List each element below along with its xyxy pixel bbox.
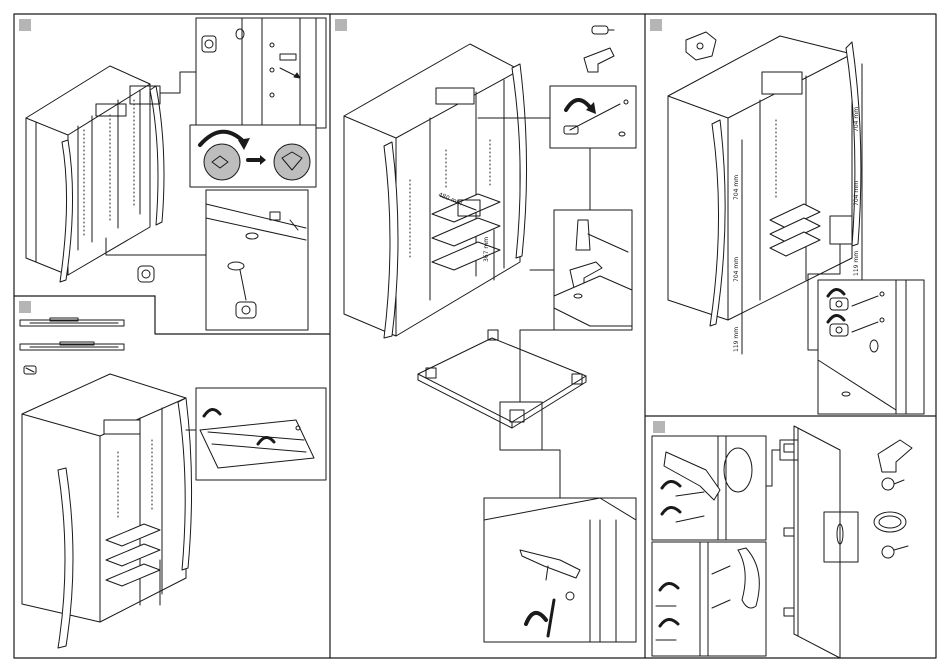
step3-part-hinge [686,32,716,60]
hinge-icon [830,298,848,310]
dim-label-704-left-top: 704 mm [733,175,740,200]
step-badge-3 [650,19,662,31]
step2-parts [584,26,614,72]
step1-detail-rotate [190,125,316,187]
step2-detail-hammer [554,210,632,330]
screw-icon [592,26,614,34]
step1b-runners [20,318,124,374]
hinge-icon [784,528,794,536]
dim-label-367: 367 mm [483,237,490,262]
cam-lock-icon [202,36,216,52]
screw-icon [882,546,908,558]
hinge-icon [584,48,614,72]
dim-label-704-left-mid: 704 mm [733,257,740,282]
hinge-icon [830,324,848,336]
step4-detail-hinge [652,436,766,540]
hinge-icon [878,440,912,472]
step1b-wardrobe [22,374,196,648]
cam-disc-open [204,144,240,180]
step1-detail-panel [138,190,308,330]
step4-detail-handle [652,542,766,656]
step2-wardrobe: 480 mm 367 mm [344,44,527,338]
dim-label-704-right-top: 704 mm [853,107,860,132]
cam-disc-locked [274,144,310,180]
cam-lock-icon [138,266,154,282]
step-badge-4 [653,421,665,433]
step2-detail-bracket [484,498,636,642]
screw-icon [882,478,904,490]
dim-label-119-right: 119 mm [853,251,860,276]
step2-shelf [418,330,586,450]
step-badge-2 [335,19,347,31]
step1b-detail-runner [196,388,326,480]
dim-label-119-left: 119 mm [733,327,740,352]
screw-icon [24,366,36,374]
step-badge-1b [19,301,31,313]
hinge-icon [784,608,794,616]
step-badge-1 [19,19,31,31]
step4-parts [874,440,912,558]
hinge-icon [784,444,794,452]
handle-ring-icon [874,512,906,532]
step4-door [766,426,858,658]
dim-label-704-right-mid: 704 mm [853,181,860,206]
step2-detail-dowel [550,86,636,148]
step1-detail-cam [196,18,326,128]
step1-wardrobe [26,66,206,282]
hinge-icon [686,32,716,60]
